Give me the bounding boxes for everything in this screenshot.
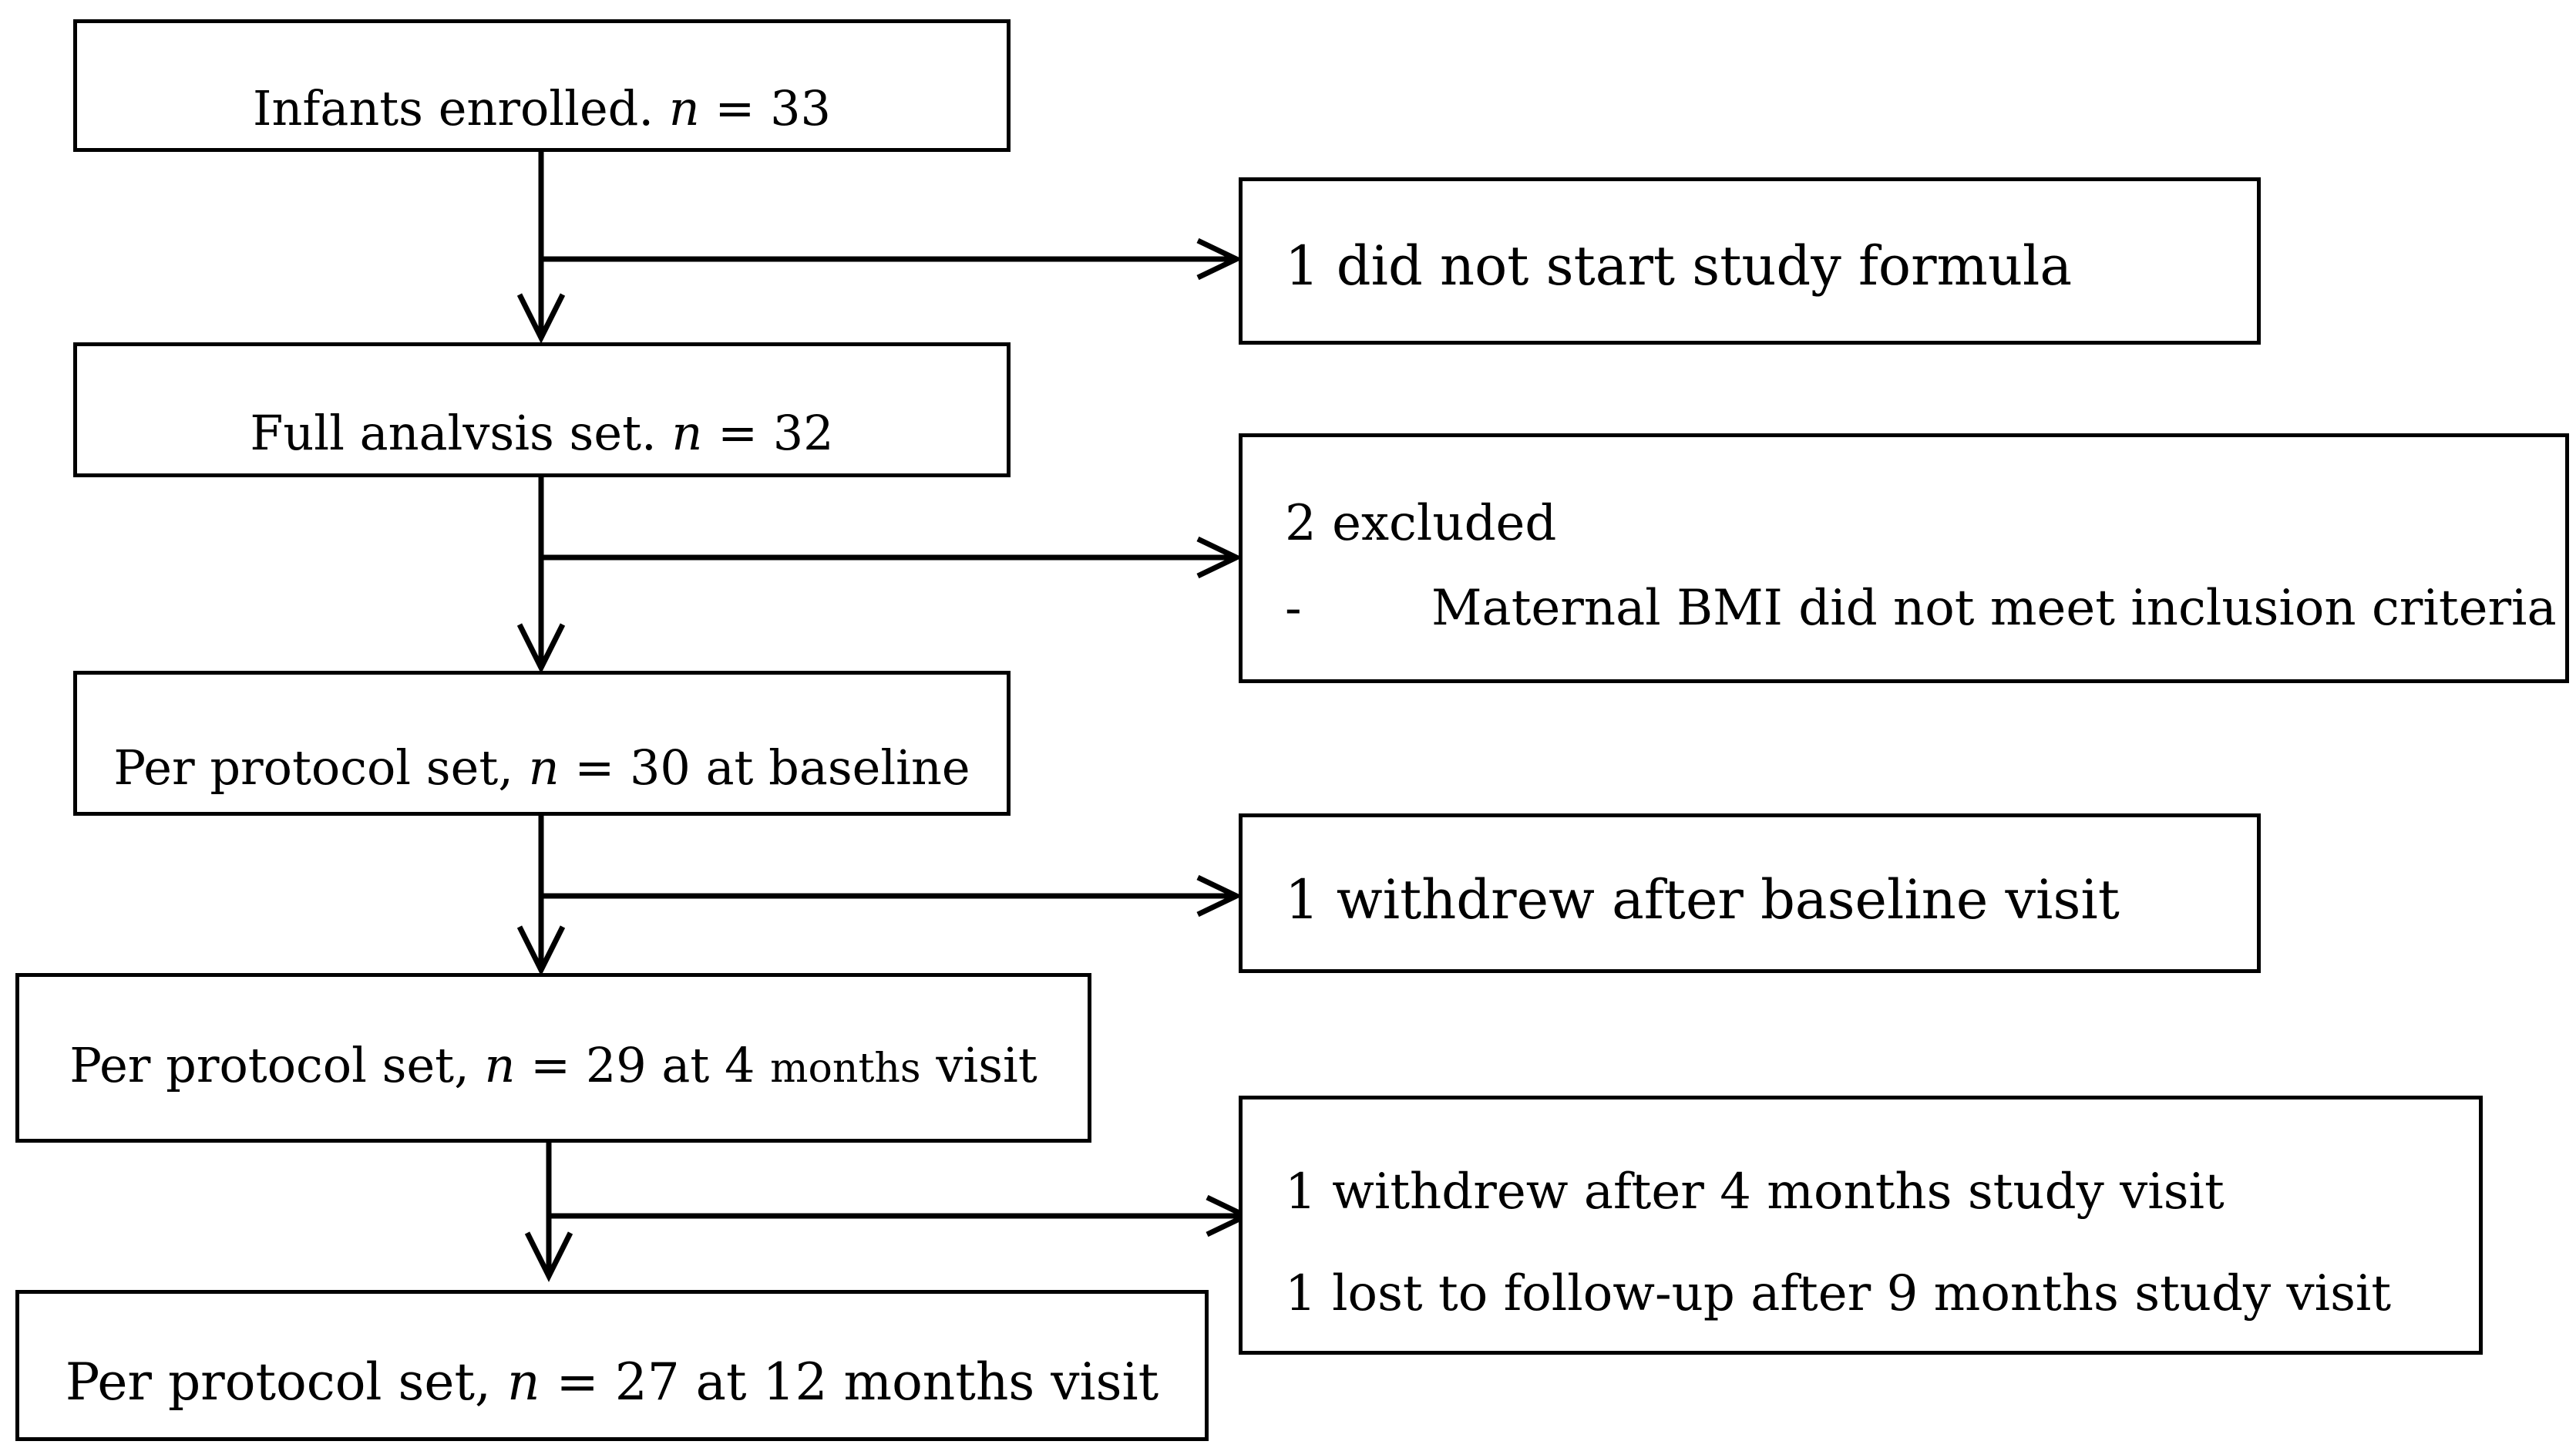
- box3-prefix: Per protocol set,: [113, 739, 513, 796]
- box-infants-enrolled-text: Infants enrolled. n = 33: [77, 85, 1007, 133]
- arrowhead-right-3: [1196, 874, 1243, 918]
- exclusion-4-line2: 1 lost to follow-up after 9 months study…: [1285, 1265, 2392, 1322]
- box4-middle: = 29 at 4: [530, 1037, 755, 1093]
- box-per-protocol-4-months-text: Per protocol set, n = 29 at 4 months vis…: [19, 1042, 1088, 1089]
- box-per-protocol-baseline-text: Per protocol set, n = 30 at baseline: [77, 744, 1007, 792]
- exclusion-box-4: 1 withdrew after 4 months study visit 1 …: [1239, 1096, 2483, 1355]
- box5-prefix: Per protocol set,: [65, 1352, 491, 1412]
- exclusion-1-text: 1 did not start study formula: [1285, 234, 2073, 298]
- box1-n-symbol: n: [668, 80, 700, 136]
- exclusion-2-title: 2 excluded: [1285, 495, 1557, 552]
- box5-n-symbol: n: [506, 1352, 540, 1412]
- box5-suffix: = 27 at 12 months visit: [556, 1352, 1159, 1412]
- box-per-protocol-4-months: Per protocol set, n = 29 at 4 months vis…: [15, 973, 1091, 1143]
- box4-n-symbol: n: [484, 1037, 516, 1093]
- box-per-protocol-12-months-text: Per protocol set, n = 27 at 12 months vi…: [19, 1357, 1205, 1408]
- box1-suffix: = 33: [715, 80, 831, 136]
- arrowhead-down-1: [516, 293, 566, 344]
- box2-n-symbol: n: [671, 405, 703, 461]
- exclusion-box-3: 1 withdrew after baseline visit: [1239, 813, 2261, 973]
- box2-suffix: = 32: [718, 405, 834, 461]
- box4-prefix: Per protocol set,: [69, 1037, 469, 1093]
- box2-prefix: Full analvsis set.: [250, 405, 657, 461]
- box4-suffix: visit: [936, 1037, 1037, 1093]
- exclusion-3-text: 1 withdrew after baseline visit: [1285, 868, 2120, 931]
- exclusion-box-2: 2 excluded - Maternal BMI did not meet i…: [1239, 433, 2569, 683]
- arrowhead-right-2: [1196, 536, 1243, 579]
- box1-prefix: Infants enrolled.: [253, 80, 654, 136]
- box-per-protocol-12-months: Per protocol set, n = 27 at 12 months vi…: [15, 1290, 1209, 1441]
- box-infants-enrolled: Infants enrolled. n = 33: [73, 19, 1011, 152]
- box-full-analysis-set-text: Full analvsis set. n = 32: [77, 409, 1007, 457]
- arrowhead-down-4: [524, 1231, 573, 1282]
- exclusion-box-1: 1 did not start study formula: [1239, 177, 2261, 345]
- arrowhead-down-3: [516, 925, 566, 976]
- arrowhead-down-2: [516, 623, 566, 674]
- box3-n-symbol: n: [528, 739, 560, 796]
- box-per-protocol-baseline: Per protocol set, n = 30 at baseline: [73, 671, 1011, 816]
- box4-unit: months: [770, 1046, 921, 1092]
- exclusion-2-reason: Maternal BMI did not meet inclusion crit…: [1431, 580, 2557, 637]
- arrowhead-right-1: [1196, 237, 1243, 281]
- box3-suffix: = 30 at baseline: [574, 739, 970, 796]
- box-full-analysis-set: Full analvsis set. n = 32: [73, 342, 1011, 477]
- exclusion-4-line1: 1 withdrew after 4 months study visit: [1285, 1163, 2225, 1221]
- exclusion-2-bullet: -: [1285, 580, 1302, 637]
